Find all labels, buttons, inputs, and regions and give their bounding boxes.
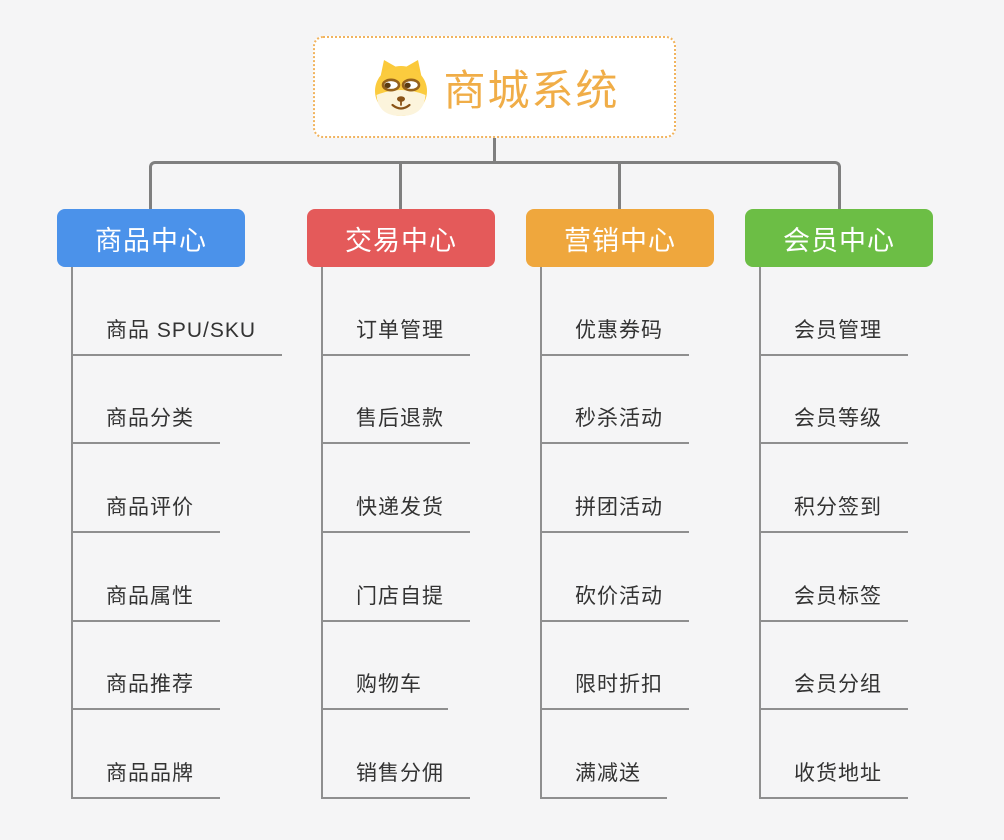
leaf-points-checkin[interactable]: 积分签到	[761, 491, 908, 533]
leaf-store-pickup[interactable]: 门店自提	[323, 580, 470, 622]
branch-node-product-center[interactable]: 商品中心	[57, 209, 245, 267]
leaf-coupon-code[interactable]: 优惠券码	[542, 314, 689, 356]
branch-node-member-center[interactable]: 会员中心	[745, 209, 933, 267]
leaf-flash-sale[interactable]: 秒杀活动	[542, 402, 689, 445]
leaf-product-attribute[interactable]: 商品属性	[73, 580, 220, 622]
leaf-member-management[interactable]: 会员管理	[761, 314, 908, 356]
leaf-product-category[interactable]: 商品分类	[73, 402, 220, 445]
connector-root-stem	[493, 137, 496, 163]
branch-children-product-center: 商品 SPU/SKU 商品分类 商品评价 商品属性 商品推荐 商品品牌	[71, 267, 283, 799]
leaf-bargain-activity[interactable]: 砍价活动	[542, 580, 689, 622]
leaf-limited-time-discount[interactable]: 限时折扣	[542, 668, 689, 711]
leaf-product-review[interactable]: 商品评价	[73, 491, 220, 533]
branch-children-member-center: 会员管理 会员等级 积分签到 会员标签 会员分组 收货地址	[759, 267, 908, 799]
branch-node-marketing-center[interactable]: 营销中心	[526, 209, 714, 267]
branch-children-marketing-center: 优惠券码 秒杀活动 拼团活动 砍价活动 限时折扣 满减送	[540, 267, 689, 799]
leaf-order-management[interactable]: 订单管理	[323, 314, 470, 356]
leaf-product-brand[interactable]: 商品品牌	[73, 757, 220, 799]
leaf-group-buy[interactable]: 拼团活动	[542, 491, 689, 533]
connector-stem-trade	[399, 161, 402, 211]
leaf-member-group[interactable]: 会员分组	[761, 668, 908, 711]
root-title: 商城系统	[443, 66, 620, 114]
leaf-sales-commission[interactable]: 销售分佣	[323, 757, 470, 799]
leaf-express-delivery[interactable]: 快递发货	[323, 491, 470, 533]
connector-bus	[149, 161, 841, 211]
leaf-member-tag[interactable]: 会员标签	[761, 580, 908, 622]
leaf-aftersale-refund[interactable]: 售后退款	[323, 402, 470, 445]
leaf-shopping-cart[interactable]: 购物车	[323, 668, 448, 711]
branch-node-trade-center[interactable]: 交易中心	[307, 209, 495, 267]
leaf-product-spu-sku[interactable]: 商品 SPU/SKU	[73, 314, 283, 356]
leaf-shipping-address[interactable]: 收货地址	[761, 757, 908, 799]
connector-stem-marketing	[618, 161, 621, 211]
branch-children-trade-center: 订单管理 售后退款 快递发货 门店自提 购物车 销售分佣	[321, 267, 470, 799]
leaf-member-level[interactable]: 会员等级	[761, 402, 908, 445]
leaf-full-reduction[interactable]: 满减送	[542, 757, 667, 799]
root-node-mall-system[interactable]: 商城系统	[313, 36, 676, 138]
leaf-product-recommend[interactable]: 商品推荐	[73, 668, 220, 711]
doge-face-icon	[375, 60, 428, 116]
